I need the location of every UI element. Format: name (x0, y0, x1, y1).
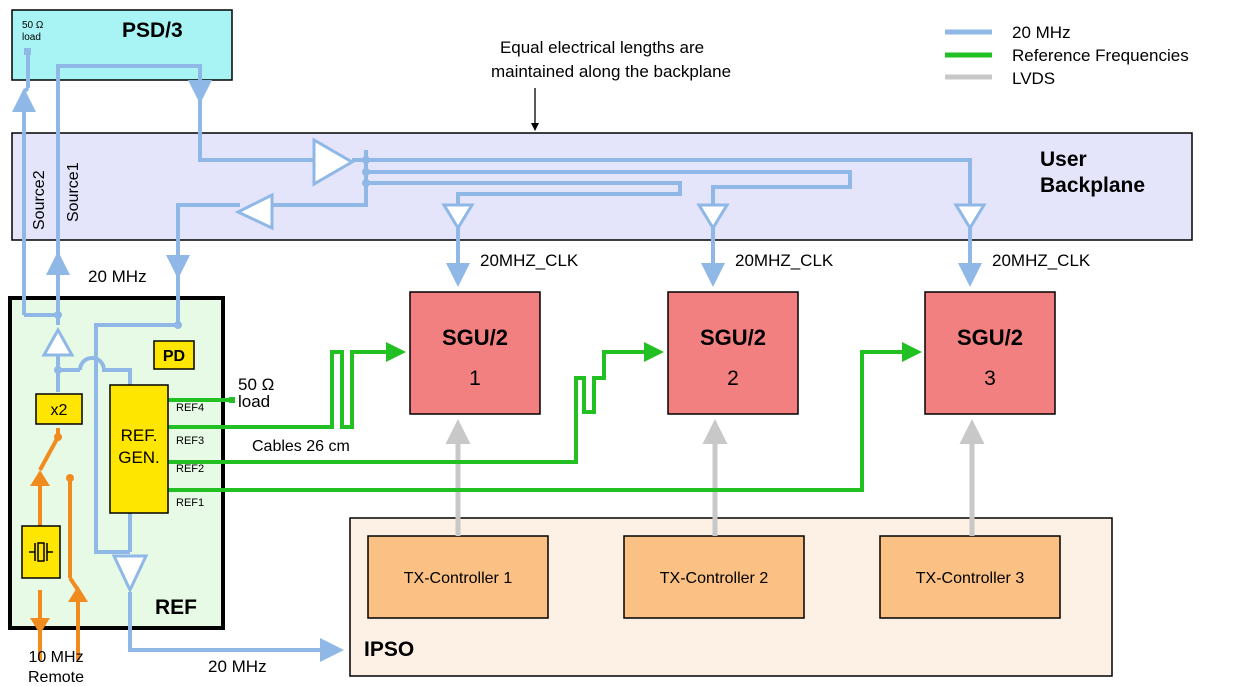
note-line-1: Equal electrical lengths are (500, 38, 704, 57)
ref-port-2: REF2 (176, 463, 204, 475)
reference-frequency-lines (168, 342, 922, 492)
crystal-oscillator-icon (29, 542, 53, 562)
psd-load-line2: load (22, 32, 41, 43)
psd-box (11, 9, 233, 81)
ref-ipso-amp (111, 554, 149, 594)
legend-label-20mhz: 20 MHz (1012, 23, 1071, 42)
sgu-title-3: SGU/2 (957, 325, 1023, 350)
ref-port-3: REF3 (176, 435, 204, 447)
backplane-title-line1: User (1040, 148, 1087, 171)
junction-dots (24, 48, 370, 374)
psd-title: PSD/3 (122, 19, 183, 42)
sgu3-buffer-amp (953, 203, 987, 231)
ref-gen-block (109, 384, 169, 514)
user-backplane-box (11, 132, 1193, 241)
tx-controller-box-3 (879, 535, 1061, 619)
ref-gen-line2: GEN. (118, 448, 160, 467)
sgu-title-2: SGU/2 (700, 325, 766, 350)
source2-label: Source2 (31, 170, 48, 230)
crystal-block (21, 525, 61, 579)
legend: 20 MHz Reference Frequencies LVDS (945, 23, 1189, 88)
tx-controller-label-1: TX-Controller 1 (404, 570, 513, 587)
sgu-number-2: 2 (727, 367, 739, 390)
ref-title: REF (155, 596, 197, 619)
ref-port-1: REF1 (176, 497, 204, 509)
orange-switch-dots (54, 433, 74, 482)
backplane-title-line2: Backplane (1040, 174, 1145, 197)
backplane-driver-amp (312, 137, 355, 187)
tx-controller-label-2: TX-Controller 2 (660, 570, 769, 587)
legend-label-lvds: LVDS (1012, 69, 1055, 88)
tx-controller-box-2 (623, 535, 805, 619)
pd-label: PD (163, 348, 185, 365)
orange-10mhz-lines (30, 428, 88, 660)
clock-20mhz-lines (11, 52, 982, 662)
ref4-load-dot (229, 397, 235, 403)
sgu-box-3 (924, 291, 1056, 415)
ref-load-line1: 50 Ω (238, 375, 274, 394)
remote-line1: 10 MHz (28, 649, 83, 666)
sgu2-buffer-amp (696, 203, 730, 231)
sgu-clk-label-1: 20MHZ_CLK (480, 251, 579, 270)
ref-gen-line1: REF. (121, 426, 158, 445)
sgu-number-3: 3 (984, 367, 996, 390)
ipso-clk-label: 20 MHz (208, 657, 267, 676)
sgu-box-2 (667, 291, 799, 415)
sgu-clk-label-2: 20MHZ_CLK (735, 251, 834, 270)
return-buffer-amp (234, 192, 274, 231)
tx-controller-box-1 (367, 535, 549, 619)
sgu-number-1: 1 (469, 367, 481, 390)
tx-controller-label-3: TX-Controller 3 (916, 570, 1025, 587)
ref-clk-label: 20 MHz (88, 267, 147, 286)
cables-label: Cables 26 cm (252, 438, 350, 455)
remote-line2: Remote (28, 669, 84, 686)
source1-label: Source1 (65, 162, 82, 222)
legend-label-reference: Reference Frequencies (1012, 46, 1189, 65)
ref-load-line2: load (238, 392, 270, 411)
note-line-2: maintained along the backplane (491, 62, 731, 81)
x2-block (35, 393, 83, 425)
ref-source-amp (41, 326, 75, 357)
pd-block (153, 340, 195, 370)
buffer-amplifiers (41, 137, 987, 594)
ipso-title: IPSO (364, 638, 414, 661)
sgu-box-1 (409, 291, 541, 415)
sgu-title-1: SGU/2 (442, 325, 508, 350)
x2-label: x2 (51, 402, 68, 419)
sgu-clk-label-3: 20MHZ_CLK (992, 251, 1091, 270)
ref-port-4: REF4 (176, 402, 204, 414)
lvds-lines (445, 419, 985, 536)
sgu1-buffer-amp (441, 203, 475, 231)
psd-load-line1: 50 Ω (22, 20, 44, 31)
